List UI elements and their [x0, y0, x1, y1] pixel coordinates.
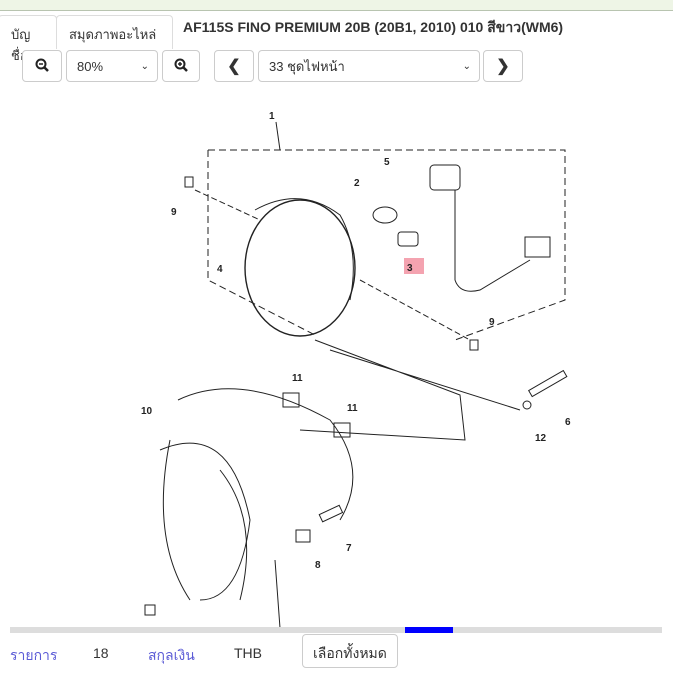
callout[interactable]: 5	[384, 157, 390, 168]
callout[interactable]: 9	[489, 317, 495, 328]
tab-label: สมุดภาพอะไหล่	[69, 27, 157, 42]
chevron-down-icon: ⌄	[462, 60, 471, 72]
callout[interactable]: 11	[292, 373, 303, 384]
page-value: 33 ชุดไฟหน้า	[269, 58, 345, 74]
callout[interactable]: 2	[354, 178, 360, 189]
select-all-button[interactable]: เลือกทั้งหมด	[302, 634, 398, 668]
zoom-in-button[interactable]	[162, 50, 200, 82]
callout-labels: 1 2 3 4 5 6 7 8 9 9 10 11 11 12	[141, 111, 571, 571]
top-strip	[0, 0, 673, 11]
parts-diagram[interactable]: 1 2 3 4 5 6 7 8 9 9 10 11 11 12	[10, 86, 662, 629]
tab-parts-catalog[interactable]: สมุดภาพอะไหล่	[56, 15, 173, 49]
callout[interactable]: 4	[217, 264, 223, 275]
callout[interactable]: 7	[346, 543, 352, 554]
callout[interactable]: 6	[565, 417, 571, 428]
callout[interactable]: 1	[269, 111, 275, 122]
currency-label[interactable]: สกุลเงิน	[148, 647, 195, 663]
items-label[interactable]: รายการ	[10, 647, 58, 663]
callout[interactable]: 10	[141, 406, 153, 417]
zoom-in-icon	[174, 58, 188, 75]
zoom-out-icon	[35, 58, 49, 75]
zoom-value: 80%	[77, 58, 104, 74]
tab-account[interactable]: บัญชื่อ	[0, 15, 57, 63]
page-title: AF115S FINO PREMIUM 20B (20B1, 2010) 010…	[183, 19, 564, 35]
zoom-select[interactable]: 80% ⌄	[66, 50, 158, 82]
chevron-down-icon: ⌄	[140, 60, 149, 72]
currency-value: THB	[234, 645, 262, 661]
callout[interactable]: 11	[347, 403, 358, 414]
scrollbar-thumb[interactable]	[405, 627, 453, 633]
next-page-button[interactable]: ❯	[483, 50, 523, 82]
chevron-right-icon: ❯	[496, 58, 510, 75]
horizontal-scrollbar[interactable]	[10, 627, 662, 633]
callout[interactable]: 3	[407, 263, 413, 274]
callout[interactable]: 9	[171, 207, 177, 218]
prev-page-button[interactable]: ❮	[214, 50, 254, 82]
callout[interactable]: 8	[315, 560, 321, 571]
page-select[interactable]: 33 ชุดไฟหน้า ⌄	[258, 50, 480, 82]
chevron-left-icon: ❮	[227, 58, 241, 75]
callout[interactable]: 12	[535, 433, 547, 444]
highlight-callout	[404, 258, 424, 274]
items-count: 18	[93, 645, 109, 661]
zoom-out-button[interactable]	[22, 50, 62, 82]
